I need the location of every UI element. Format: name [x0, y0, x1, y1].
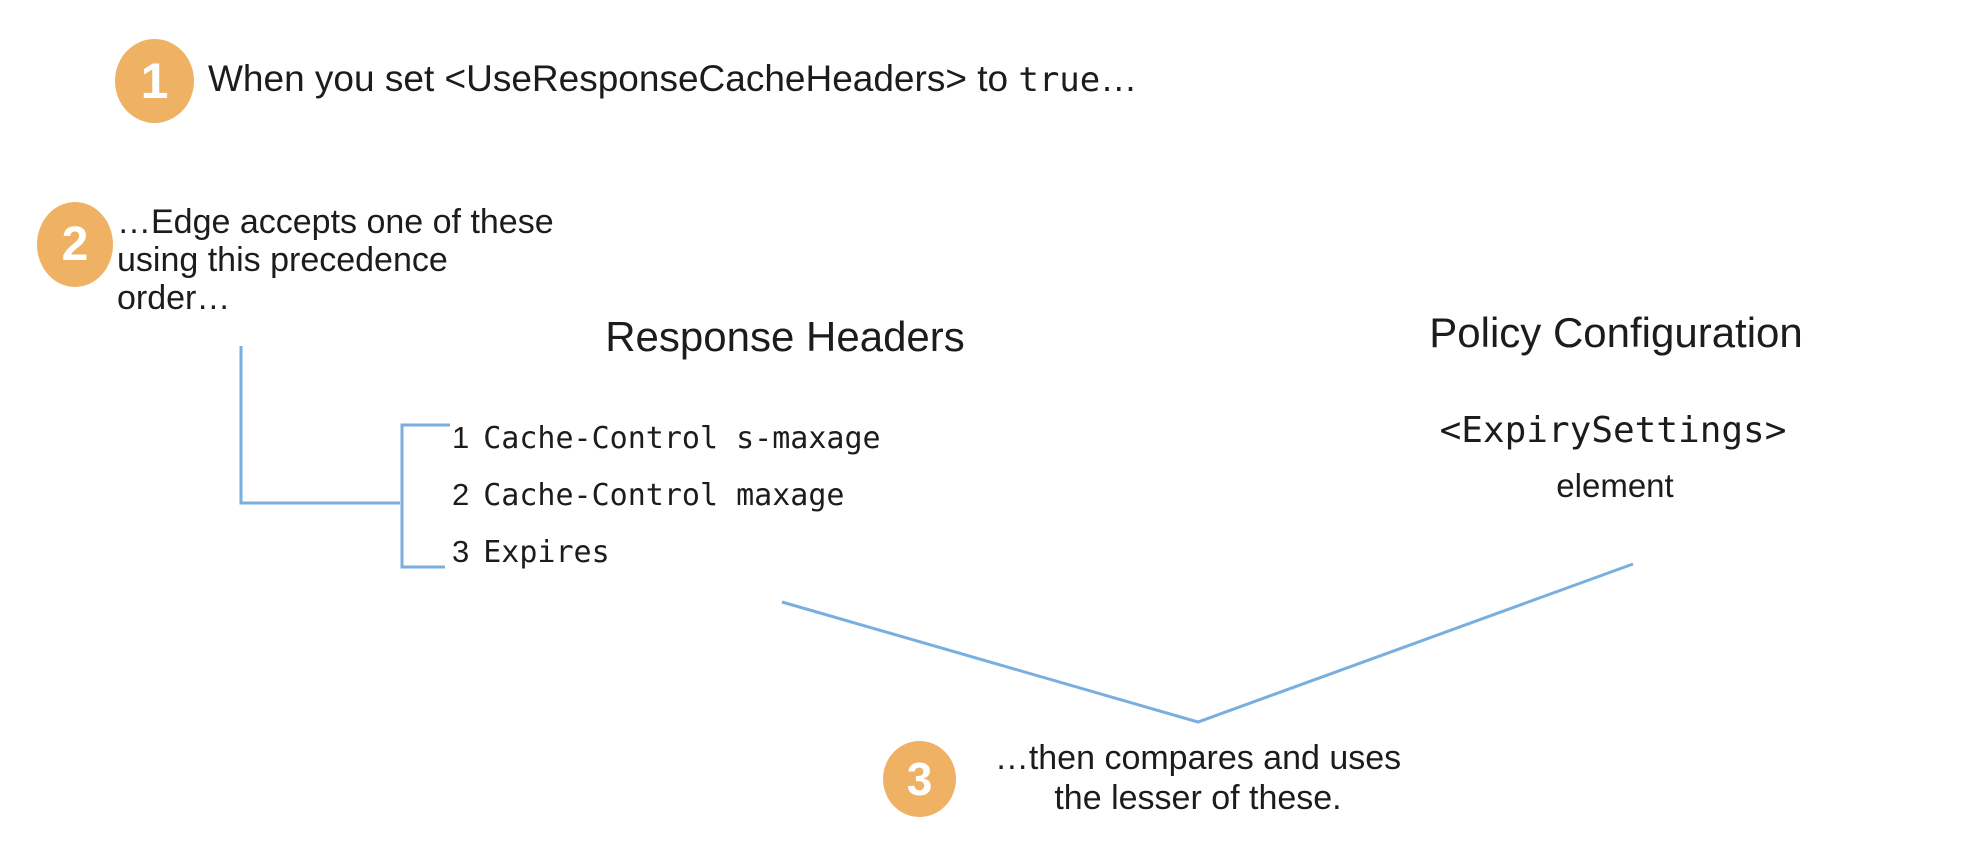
step-3-badge: 3 — [883, 741, 956, 817]
list-item-label: Cache-Control s-maxage — [483, 421, 881, 456]
step-1-text-prefix: When you set <UseResponseCacheHeaders> t… — [208, 58, 1019, 99]
step-2-line-2: using this precedence — [117, 241, 448, 279]
response-headers-title: Response Headers — [605, 313, 965, 360]
policy-configuration-title: Policy Configuration — [1429, 309, 1803, 356]
step-1-badge: 1 — [115, 39, 194, 123]
list-item-label: Expires — [483, 535, 610, 570]
step-3-number: 3 — [906, 753, 933, 805]
precedence-list: 1 Cache-Control s-maxage 2 Cache-Control… — [452, 420, 881, 591]
compare-v-line — [781, 562, 1634, 724]
step-2-number: 2 — [61, 217, 89, 271]
list-item: 2 Cache-Control maxage — [452, 477, 881, 534]
step-2-text: …Edge accepts one of these using this pr… — [117, 203, 554, 317]
step-3-text: …then compares and uses the lesser of th… — [995, 738, 1401, 818]
step-1-text-suffix: … — [1100, 58, 1138, 99]
list-item: 1 Cache-Control s-maxage — [452, 420, 881, 477]
step-2-line-1: …Edge accepts one of these — [117, 203, 554, 241]
expiry-settings-caption: element — [1556, 467, 1674, 504]
list-bracket-line — [400, 423, 450, 569]
step2-connector-line — [239, 346, 400, 505]
list-item: 3 Expires — [452, 534, 881, 591]
step-2-badge: 2 — [37, 202, 113, 287]
list-item-number: 2 — [452, 477, 470, 512]
step-3-line-2: the lesser of these. — [1054, 779, 1342, 817]
step-1-text: When you set <UseResponseCacheHeaders> t… — [208, 58, 1137, 100]
list-item-number: 1 — [452, 420, 470, 455]
list-item-label: Cache-Control maxage — [483, 478, 845, 513]
step-1-code-true: true — [1018, 60, 1101, 100]
step-1-number: 1 — [140, 53, 169, 109]
step-2-line-3: order… — [117, 279, 231, 317]
expiry-settings-code: <ExpirySettings> — [1439, 410, 1787, 451]
step-3-line-1: …then compares and uses — [994, 739, 1402, 777]
list-item-number: 3 — [452, 534, 470, 569]
